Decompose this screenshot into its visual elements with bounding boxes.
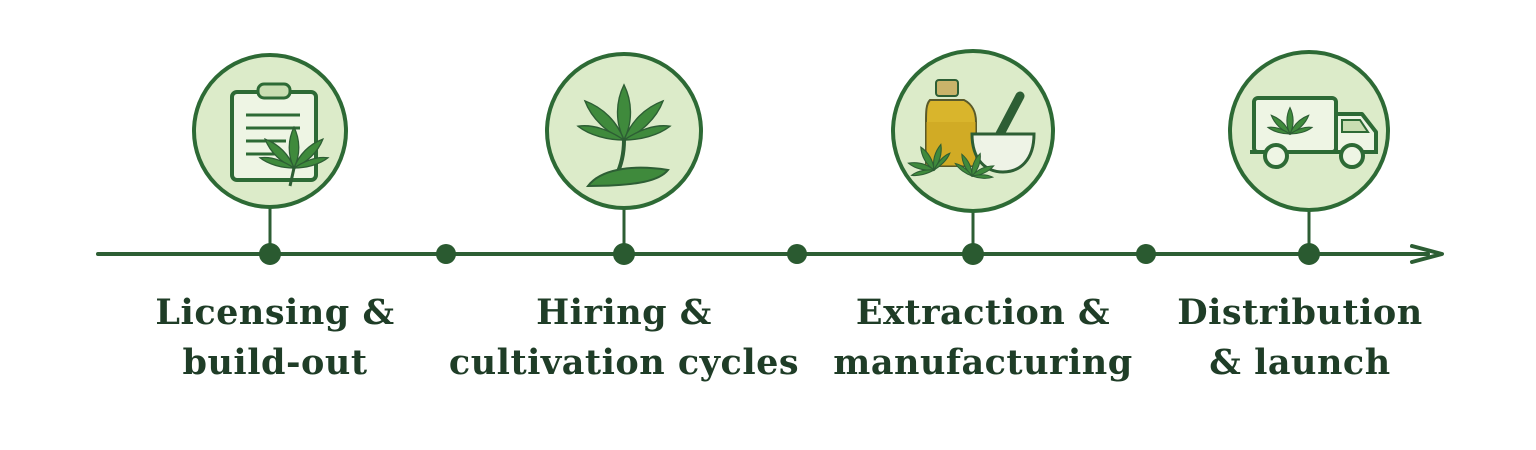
stage-4-label-line-2: & launch bbox=[1209, 342, 1391, 383]
stage-2-label-line-2: cultivation cycles bbox=[448, 342, 800, 383]
cannabis-plant-icon bbox=[577, 84, 671, 188]
timeline-dot bbox=[787, 244, 807, 264]
timeline-arrow-icon bbox=[1410, 244, 1444, 264]
stage-2-label-line-1: Hiring & bbox=[536, 292, 712, 333]
stage-4-label-line-1: Distribution bbox=[1177, 292, 1423, 333]
stage-4-node bbox=[1228, 50, 1390, 265]
delivery-truck-icon bbox=[1250, 96, 1378, 169]
timeline-dot bbox=[1136, 244, 1156, 264]
stage-2-label: Hiring & cultivation cycles bbox=[444, 288, 804, 388]
stage-1-label-line-2: build-out bbox=[182, 342, 368, 383]
stage-1-label-line-1: Licensing & bbox=[155, 292, 395, 333]
stage-4-label: Distribution & launch bbox=[1120, 288, 1480, 388]
stage-2-node bbox=[545, 52, 703, 265]
stage-1-label: Licensing & build-out bbox=[95, 288, 455, 388]
stage-1-node bbox=[192, 53, 348, 265]
stage-3-label-line-2: manufacturing bbox=[833, 342, 1133, 383]
oil-bottle-mortar-icon bbox=[901, 79, 1036, 184]
stage-3-label: Extraction & manufacturing bbox=[803, 288, 1163, 388]
stage-3-node bbox=[891, 49, 1055, 265]
timeline-dot bbox=[436, 244, 456, 264]
stage-3-label-line-1: Extraction & bbox=[855, 292, 1111, 333]
clipboard-leaf-icon bbox=[230, 82, 329, 187]
